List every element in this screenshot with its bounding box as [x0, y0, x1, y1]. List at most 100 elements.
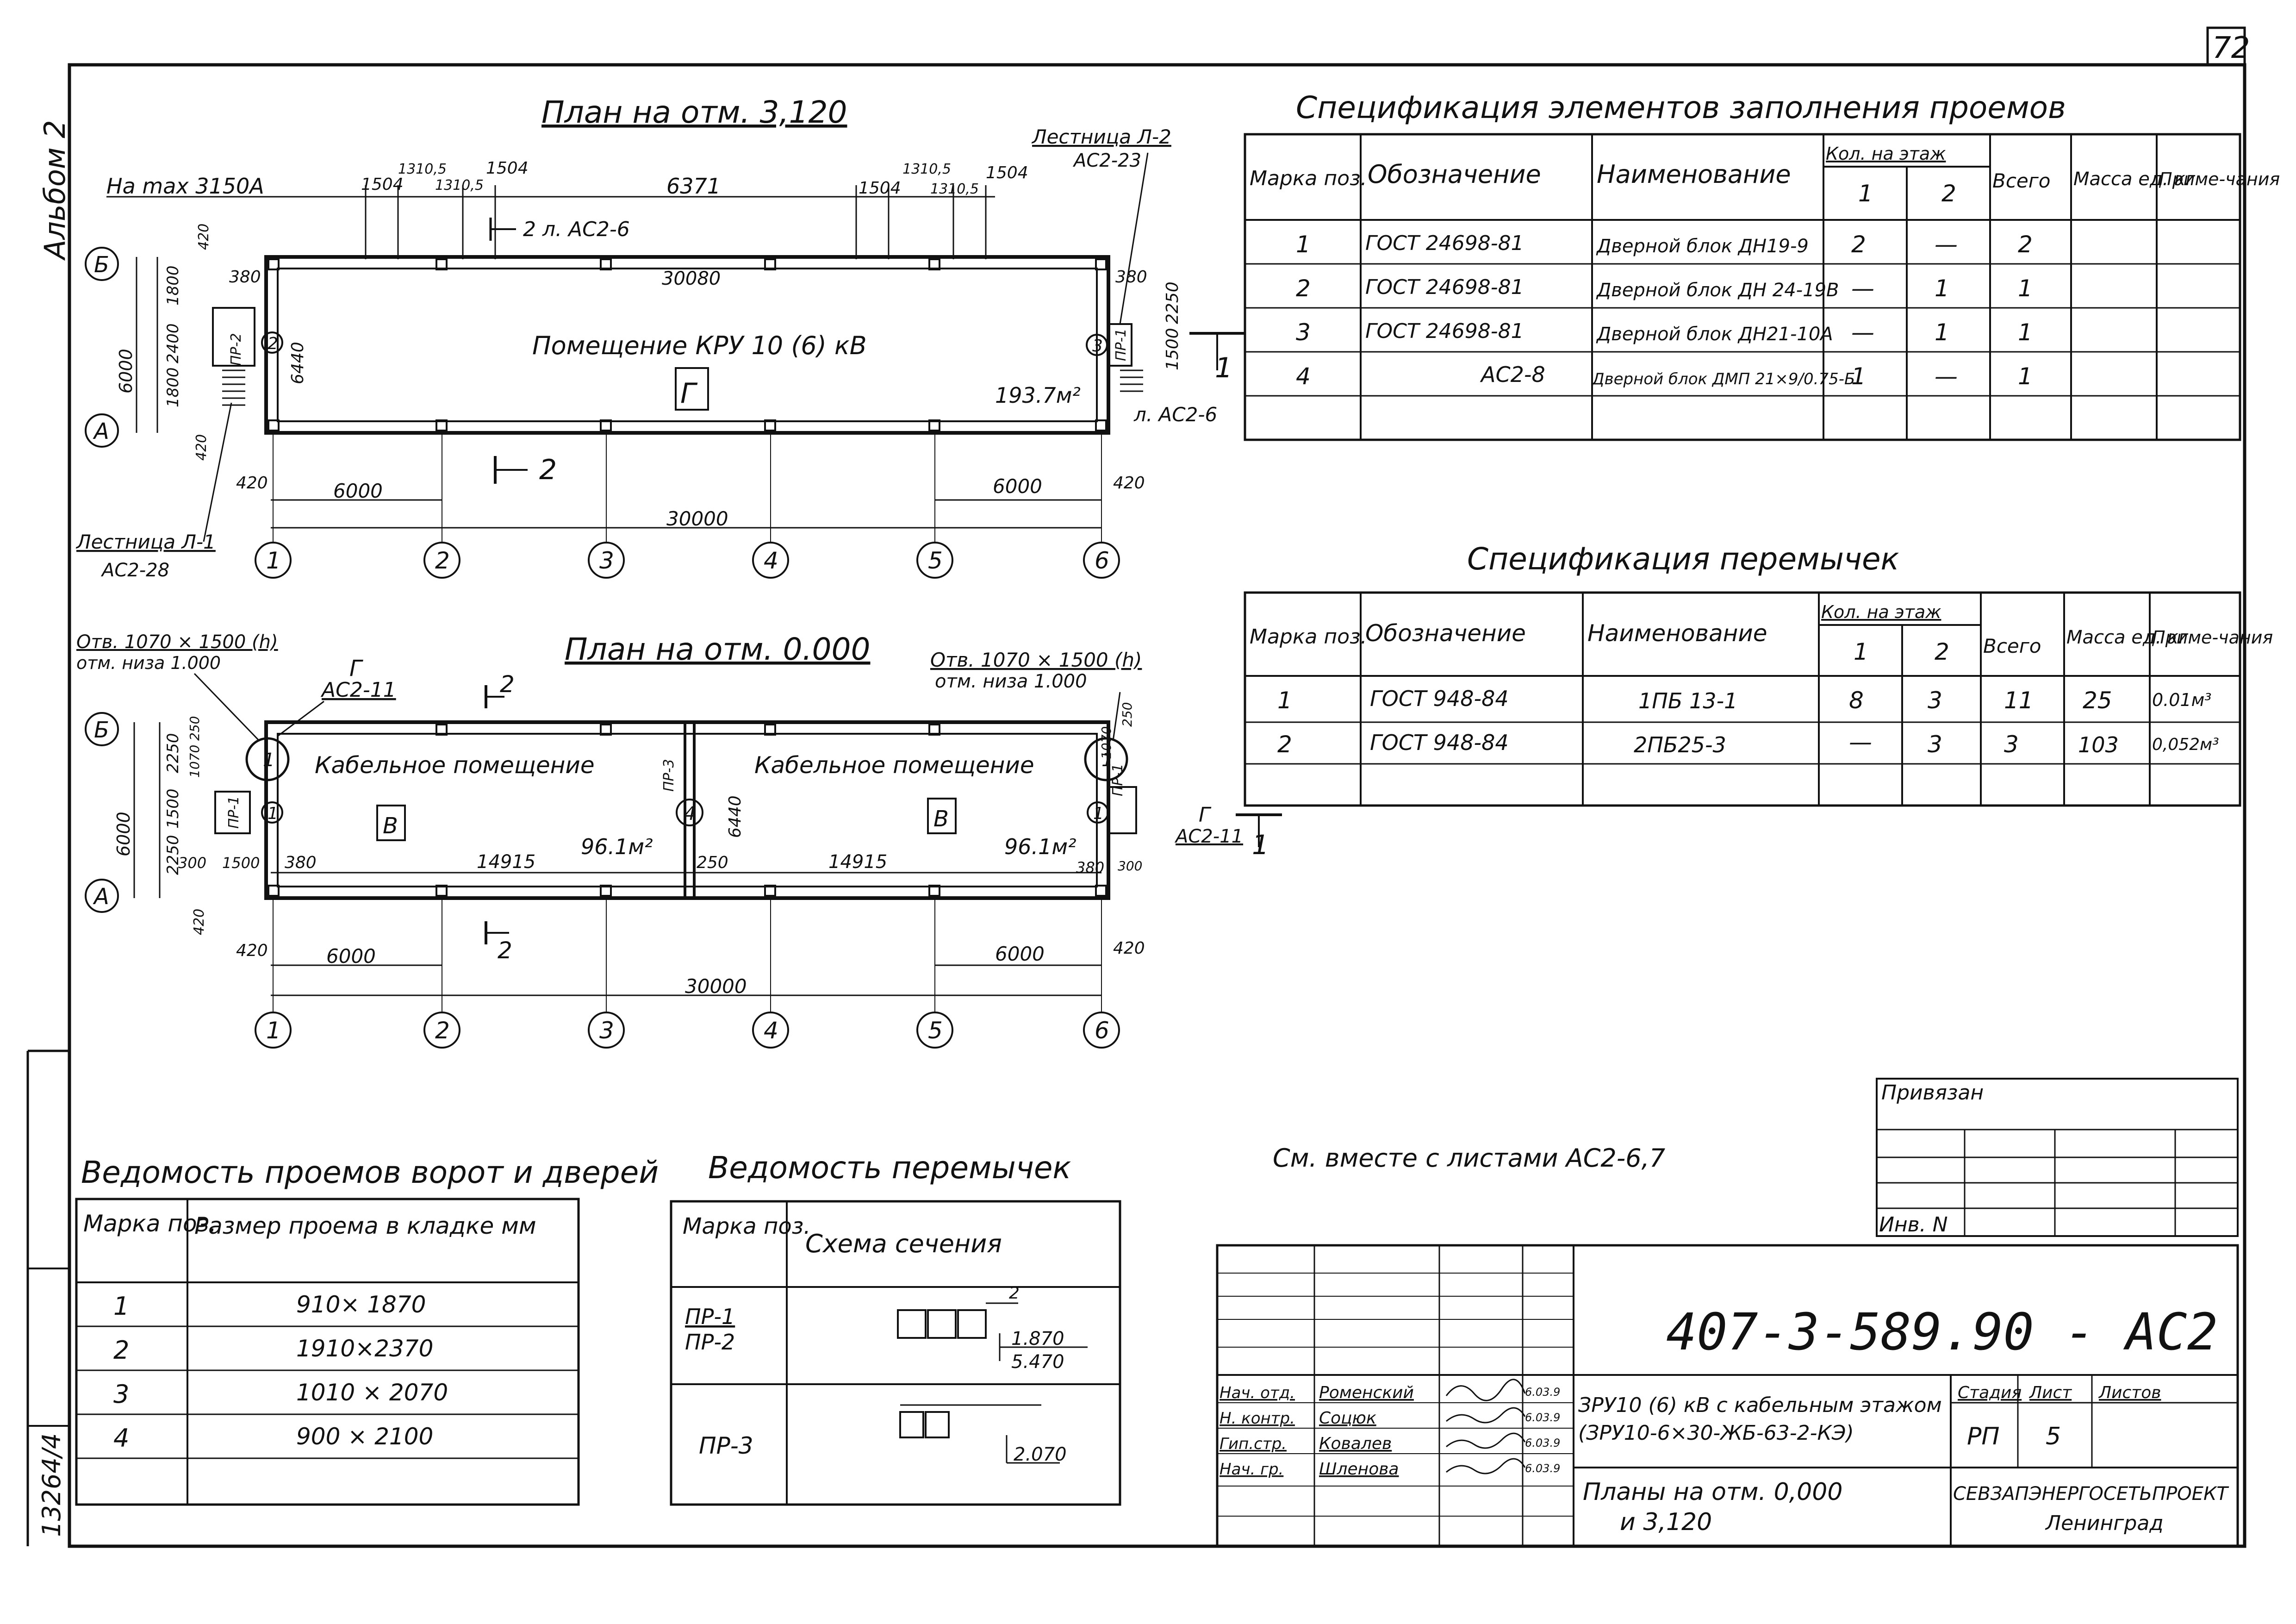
- sl-r0-total: 11: [2004, 687, 2034, 714]
- sheet-title-2: и 3,120: [1620, 1508, 1712, 1536]
- axis-top-n3: 3: [599, 547, 614, 574]
- dim-6000-left-top: 6000: [333, 480, 383, 502]
- sl-r0-f2: 3: [1928, 687, 1942, 714]
- sl-r1-f1: —: [1849, 729, 1872, 756]
- dim-250-mid: 250: [697, 853, 728, 872]
- date-1: 6.03.9: [1525, 1411, 1560, 1424]
- dim-top-3: 1504: [486, 159, 529, 178]
- stamp-code: 407-3-589.90 - АС2: [1666, 1302, 2218, 1362]
- pr-label-top-1: ПР-1: [1113, 328, 1129, 361]
- dim-top-2: 1310,5: [435, 177, 484, 194]
- lintels-list-title: Ведомость перемычек: [708, 1150, 1071, 1186]
- sf-r2-f1: —: [1851, 319, 1874, 346]
- ll-r1-small: 2: [1009, 1284, 1020, 1303]
- sf-r3-des: АС2-8: [1480, 362, 1545, 387]
- sf-r3-total: 1: [2018, 363, 2033, 390]
- section-bottom-1: 1: [1252, 829, 1269, 861]
- ol-r1-size: 1910×2370: [296, 1335, 433, 1362]
- stair-l1-ref: АС2-28: [100, 560, 169, 581]
- dim-6440-bottom: 6440: [726, 795, 745, 838]
- dim-left-bottom-4: 420: [191, 909, 207, 935]
- ref-right: АС2-11: [1174, 826, 1243, 847]
- sf-r2-des: ГОСТ 24698-81: [1365, 319, 1524, 343]
- dim-14915-right: 14915: [828, 851, 887, 873]
- sl-r0-mass: 25: [2083, 687, 2112, 714]
- area-left: 96.1м²: [581, 834, 653, 859]
- dim-right-bottom-1: 250: [1120, 702, 1135, 727]
- sheet-value: 5: [2046, 1423, 2061, 1450]
- dim-left-bottom-5: 250: [187, 716, 202, 741]
- stage-label: Стадия: [1958, 1383, 2022, 1402]
- sf-r1-mark: 2: [1296, 275, 1311, 302]
- axis-bottom-n2: 2: [435, 1017, 450, 1044]
- sf-r3-name: Дверной блок ДМП 21×9/0.75-Б: [1591, 370, 1855, 388]
- room-label-top: Помещение КРУ 10 (6) кВ: [532, 331, 867, 360]
- ol-h-size: Размер проема в кладке мм: [194, 1212, 536, 1239]
- ref-left: АС2-11: [320, 678, 396, 702]
- ol-h-mark: Марка поз.: [83, 1210, 217, 1237]
- dim-30000-top: 30000: [666, 507, 728, 530]
- spec-fill-title: Спецификация элементов заполнения проемо…: [1296, 90, 2066, 125]
- sf-h-mark: Марка поз.: [1250, 167, 1367, 190]
- pr-label-top-0: ПР-2: [228, 333, 244, 366]
- ref-right-letter: Г: [1199, 803, 1212, 827]
- opening-right-2: отм. низа 1.000: [935, 671, 1087, 692]
- plan-top-title: План на отм. 3,120: [541, 94, 847, 130]
- dim-top-5: 1504: [859, 179, 901, 198]
- stair-l1-steps: [222, 369, 245, 406]
- stage-value: РП: [1967, 1423, 1999, 1450]
- opening-left-2: отм. низа 1.000: [76, 653, 221, 673]
- door-mark-bottom-1: 1: [263, 750, 274, 771]
- stair-l1-label: Лестница Л-1: [75, 531, 216, 553]
- dim-380-left-bottom: 380: [285, 853, 317, 872]
- spec-fill-table: Спецификация элементов заполнения проемо…: [1244, 90, 2280, 441]
- role-0: Нач. отд.: [1220, 1384, 1295, 1402]
- sf-r0-des: ГОСТ 24698-81: [1365, 231, 1524, 255]
- dim-left-bottom-2: 1500: [164, 788, 182, 829]
- org-city: Ленинград: [2045, 1512, 2164, 1535]
- dim-bottom-left-0: 300: [178, 854, 206, 872]
- date-3: 6.03.9: [1525, 1462, 1560, 1475]
- sf-r1-f2: 1: [1935, 275, 1949, 302]
- dim-right-bottom-0: 1070: [1099, 726, 1114, 759]
- sf-h-mass: Масса ед. кг: [2073, 169, 2196, 190]
- sf-r0-total: 2: [2018, 231, 2033, 258]
- sheet-label: Лист: [2028, 1383, 2072, 1402]
- dim-left-bottom-6: 1070: [187, 745, 202, 778]
- dim-left-bottom-3: 2250: [164, 835, 182, 875]
- dim-380-left-top: 380: [229, 268, 261, 287]
- axis-bottom-letter-b: Б: [94, 717, 109, 743]
- dim-6000-right-bottom: 6000: [995, 943, 1045, 965]
- sl-h-name: Наименование: [1587, 620, 1767, 647]
- dim-left-top-3: 1800: [164, 367, 182, 407]
- dim-left-top-2: 2400: [164, 323, 182, 363]
- title-block: Привязан Инв. N 407-3-589.90 - АС2 Нач. …: [1216, 1078, 2239, 1548]
- stamp-attached: Привязан: [1881, 1081, 1984, 1105]
- dim-420-right-bottom: 420: [1113, 939, 1145, 958]
- sl-r1-mass: 103: [2078, 732, 2119, 757]
- dim-top-6: 1310,5: [902, 161, 951, 177]
- sl-r0-des: ГОСТ 948-84: [1370, 686, 1509, 711]
- dim-top-1: 1310,5: [398, 161, 447, 177]
- sl-r0-name: 1ПБ 13-1: [1638, 688, 1737, 713]
- pr-label-bottom-2: ПР-1: [1110, 763, 1126, 796]
- sf-r2-name: Дверной блок ДН21-10А: [1596, 324, 1833, 345]
- sheet-frame: [26, 26, 2246, 1548]
- name-3: Шленова: [1319, 1460, 1399, 1479]
- sl-r1-mark: 2: [1277, 731, 1292, 758]
- door-mark-bottom-0: 1: [268, 804, 278, 823]
- sf-h-qty: Кол. на этаж: [1826, 144, 1946, 164]
- area-top: 193.7м²: [995, 383, 1081, 408]
- dim-top-8: 1504: [986, 163, 1028, 182]
- axis-top-n1: 1: [266, 547, 281, 574]
- role-1: Н. контр.: [1220, 1409, 1295, 1428]
- ll-r2-mark: ПР-3: [699, 1432, 753, 1459]
- sf-h-floor1: 1: [1858, 180, 1873, 207]
- dim-right-top-2: 1500: [1163, 328, 1182, 370]
- ll-r1-mark-a: ПР-1: [685, 1304, 735, 1329]
- ol-r2-size: 1010 × 2070: [296, 1379, 448, 1406]
- ll-h-scheme: Схема сечения: [805, 1229, 1002, 1258]
- plan-bottom-title: План на отм. 0.000: [565, 631, 870, 667]
- axis-bottom-n5: 5: [928, 1017, 943, 1044]
